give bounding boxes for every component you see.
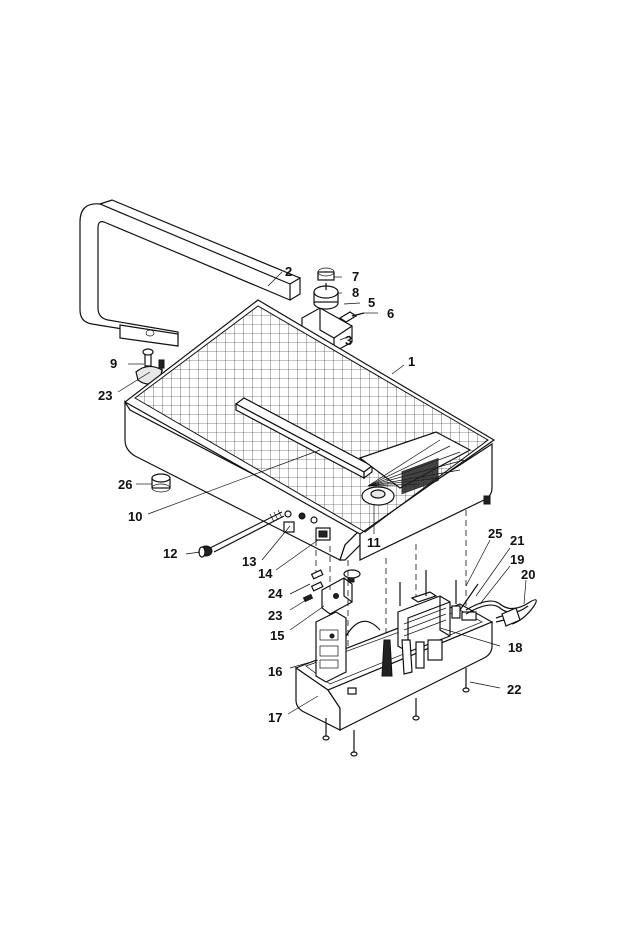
label-7: 7: [352, 269, 359, 284]
switch-bracket: [302, 569, 353, 615]
control-board: [315, 611, 381, 683]
bow-arm: [79, 199, 302, 347]
rubber-foot: [151, 473, 171, 493]
label-17: 17: [268, 710, 282, 725]
angle-scale: [358, 431, 472, 506]
label-23: 23: [98, 388, 112, 403]
label-16: 16: [268, 664, 282, 679]
label-12: 12: [163, 546, 177, 561]
label-25: 25: [488, 526, 502, 541]
label-18: 18: [508, 640, 522, 655]
label-15: 15: [270, 628, 284, 643]
housing-screws: [322, 570, 470, 757]
label-8: 8: [352, 285, 359, 300]
label-13: 13: [242, 554, 256, 569]
label-20: 20: [521, 567, 535, 582]
label-22: 22: [507, 682, 521, 697]
label-10: 10: [128, 509, 142, 524]
label-5: 5: [368, 295, 375, 310]
label-19: 19: [510, 552, 524, 567]
label-11: 11: [367, 535, 381, 550]
part-labels: 2 7 8 5 6 3 1 9 23 26 10 11 12 13 14 25 …: [98, 264, 535, 725]
label-6: 6: [387, 306, 394, 321]
label-24: 24: [268, 586, 283, 601]
label-2: 2: [285, 264, 292, 279]
label-21: 21: [510, 533, 524, 548]
drive-shaft: [198, 509, 285, 558]
label-3: 3: [345, 333, 352, 348]
label-26: 26: [118, 477, 132, 492]
transformer: [397, 457, 451, 653]
leader-lines: [117, 271, 527, 715]
label-14: 14: [258, 566, 273, 581]
inner-components: [381, 605, 477, 677]
label-9: 9: [110, 356, 117, 371]
power-cord: [459, 583, 537, 627]
label-1: 1: [408, 354, 415, 369]
label-23b: 23: [268, 608, 282, 623]
rip-fence: [234, 397, 374, 480]
